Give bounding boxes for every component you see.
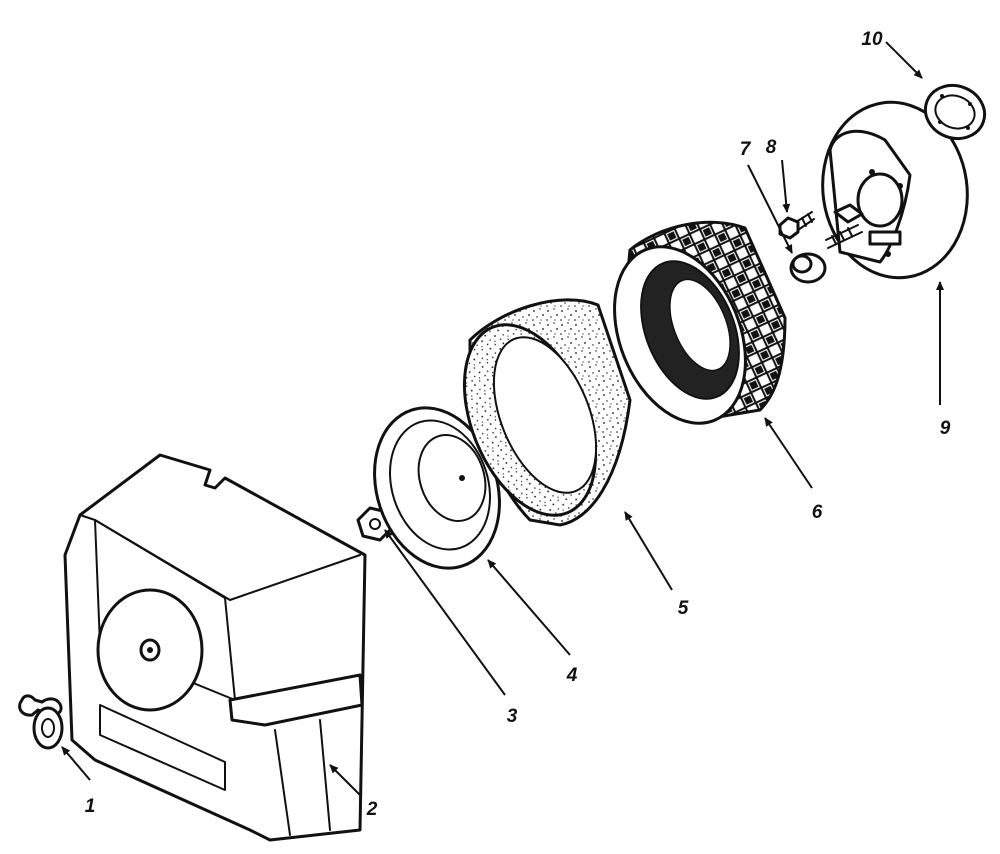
callout-5: 5 — [678, 598, 689, 619]
callout-labels: 1 2 3 4 5 6 7 8 9 10 — [85, 29, 951, 820]
callout-9: 9 — [940, 418, 951, 439]
leader-1 — [61, 746, 91, 781]
gasket-part — [923, 84, 987, 140]
back-plate-part — [821, 100, 969, 280]
leader-2 — [329, 764, 361, 796]
leader-7 — [747, 164, 793, 254]
callout-3: 3 — [507, 706, 518, 727]
filter-element-part — [613, 220, 787, 425]
leader-lines — [61, 41, 944, 796]
leader-3 — [384, 529, 506, 696]
foam-precleaner-part — [462, 298, 632, 527]
leader-4 — [487, 559, 571, 656]
leader-5 — [624, 511, 673, 591]
leader-10 — [885, 41, 923, 79]
leader-8 — [781, 159, 791, 213]
callout-10: 10 — [861, 29, 883, 50]
callout-4: 4 — [566, 665, 578, 686]
callout-1: 1 — [85, 796, 96, 817]
air-cleaner-cover-part — [63, 453, 367, 842]
callout-6: 6 — [812, 502, 823, 523]
leader-6 — [764, 417, 813, 489]
callout-8: 8 — [766, 137, 777, 158]
callout-2: 2 — [366, 799, 378, 820]
callout-7: 7 — [740, 139, 752, 160]
screw-part — [778, 211, 815, 240]
wing-nut-part — [18, 694, 64, 750]
spacer-part — [789, 252, 827, 284]
